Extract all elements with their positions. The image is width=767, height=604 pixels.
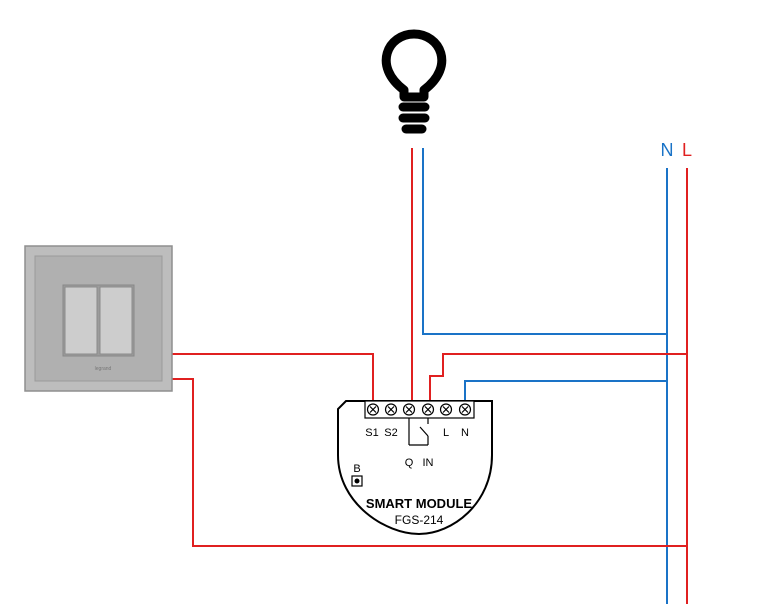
module-model: FGS-214	[395, 513, 444, 527]
smart-module: S1 S2 Q IN L N B SMART MODULE FGS-214	[337, 400, 493, 536]
terminal-label-s1: S1	[365, 427, 378, 439]
terminal-label-s2: S2	[384, 427, 397, 439]
relay-contact	[408, 418, 429, 446]
terminal-label-in: IN	[423, 457, 434, 469]
terminal-label-q: Q	[405, 457, 414, 469]
left-rocker	[64, 286, 98, 355]
terminal-label-l: L	[443, 427, 449, 439]
right-rocker	[99, 286, 133, 355]
live-wires	[170, 148, 687, 547]
neutral-wires	[422, 148, 667, 404]
light-bulb-icon	[381, 29, 447, 134]
terminal-block	[364, 400, 475, 419]
neutral-line-label: N	[661, 140, 674, 160]
module-title: SMART MODULE	[366, 496, 472, 511]
terminal-label-n: N	[461, 427, 469, 439]
live-line-label: L	[682, 140, 692, 160]
button-b-label: B	[353, 463, 360, 475]
switch-brand: legrand	[95, 366, 112, 372]
wall-switch: legrand	[24, 245, 173, 392]
button-b-icon	[351, 475, 363, 487]
